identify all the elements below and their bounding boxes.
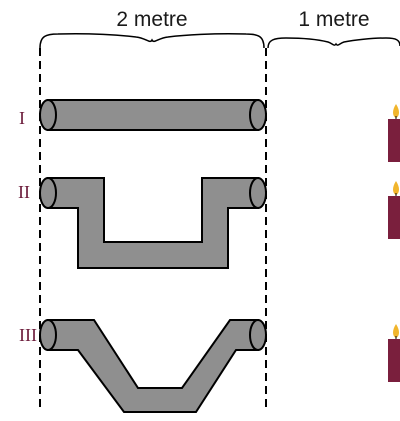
candle-icon-row-ii [388, 181, 400, 239]
pipe-rectangular-right-end [249, 177, 267, 209]
pipe-straight-left-end [39, 99, 57, 131]
pipe-trapezoidal-right-end [249, 319, 267, 351]
pipe-rectangular-dip [47, 177, 259, 269]
pipe-trapezoidal-left-end [39, 319, 57, 351]
candle-icon-row-iii [388, 324, 400, 382]
pipe-straight [47, 99, 259, 131]
row-label-ii: II [18, 182, 30, 202]
span-label-1-metre: 1 metre [298, 8, 369, 31]
pipe-trapezoidal-dip [47, 319, 259, 413]
pipe-rectangular-left-end [39, 177, 57, 209]
brace-1-metre [267, 37, 400, 49]
brace-2-metre [39, 32, 265, 49]
pipe-straight-right-end [249, 99, 267, 131]
row-label-i: I [19, 108, 25, 128]
row-label-iii: III [19, 325, 37, 345]
span-label-2-metre: 2 metre [116, 8, 187, 31]
candle-icon-row-i [388, 104, 400, 162]
